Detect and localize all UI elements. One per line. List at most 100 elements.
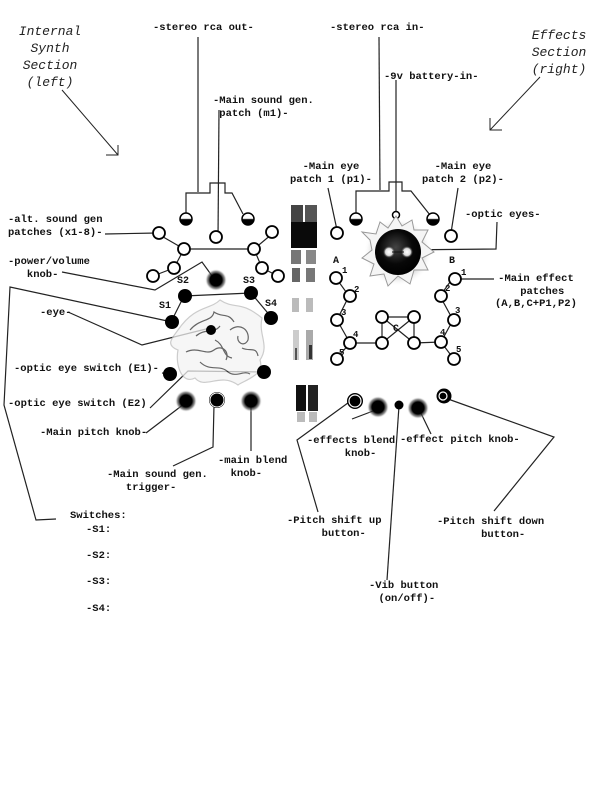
vib-button[interactable] (394, 400, 404, 410)
main-eye-patch-2-label: -Main eye patch 2 (p2)- (422, 161, 504, 186)
patch-group-a-tag: A (333, 256, 340, 267)
vib-button-label: -Vib button (on/off)- (369, 580, 439, 605)
optic-eye-left (383, 246, 395, 258)
patch-b1[interactable] (448, 272, 462, 286)
pitch-shift-up-label: -Pitch shift up button- (287, 515, 382, 540)
alt-sound-gen-patches-label: -alt. sound gen patches (x1-8)- (8, 214, 103, 239)
power-volume-knob[interactable] (205, 269, 227, 291)
main-blend-knob-label: -main blend knob- (218, 455, 288, 480)
alt-patch-x6[interactable] (247, 242, 261, 256)
patch-b2-number: 2 (445, 284, 451, 294)
main-eye-patch-1-label: -Main eye patch 1 (p1)- (290, 161, 372, 186)
alt-patch-x8[interactable] (271, 269, 285, 283)
main-sound-gen-trigger-label: -Main sound gen. trigger- (107, 469, 208, 494)
switch-s3[interactable] (244, 286, 258, 300)
alt-patch-x3[interactable] (167, 261, 181, 275)
internal-synth-section-title: Internal Synth Section (left) (18, 24, 82, 90)
left-patch-points (146, 225, 285, 283)
patch-b4[interactable] (434, 335, 448, 349)
switches-legend-s3: -S3: (86, 576, 112, 588)
main-effect-patches-label: -Main effect patches (A,B,C+P1,P2) (495, 273, 577, 310)
stereo-rca-in-jacks (349, 210, 440, 226)
patch-a3[interactable] (330, 313, 344, 327)
patch-a1-number: 1 (342, 266, 348, 276)
main-sound-gen-trigger[interactable] (209, 392, 225, 408)
center-texture-strip (291, 205, 318, 422)
switches (165, 286, 278, 329)
patch-group-c-tag: C (393, 324, 400, 335)
stereo-rca-out-jacks (179, 212, 255, 226)
switch-s4[interactable] (264, 311, 278, 325)
switch-s1-tag: S1 (159, 301, 172, 312)
switch-s4-tag: S4 (265, 299, 278, 310)
rca-in-left-jack[interactable] (349, 212, 363, 226)
switches-legend-s1: -S1: (86, 524, 112, 536)
left-section-arrow (61, 89, 119, 156)
patch-a2[interactable] (343, 289, 357, 303)
pitch-shift-up-button[interactable] (347, 393, 363, 409)
patch-b5[interactable] (447, 352, 461, 366)
patch-b1-number: 1 (461, 268, 467, 278)
right-section-arrow (489, 76, 541, 131)
pitch-shift-down-button[interactable] (436, 388, 452, 404)
optic-eye-switch-e1[interactable] (163, 367, 177, 381)
patch-b5-number: 5 (456, 345, 462, 355)
alt-patch-x4[interactable] (146, 269, 160, 283)
patch-a2-number: 2 (354, 285, 360, 295)
patch-a4-number: 4 (353, 330, 359, 340)
patch-b4-number: 4 (440, 328, 446, 338)
patch-a1[interactable] (329, 271, 343, 285)
main-eye-patch-p2[interactable] (444, 229, 458, 243)
patch-b3-number: 3 (455, 306, 461, 316)
battery-in-label: -9v battery-in- (384, 71, 479, 83)
main-sound-gen-patch-label: -Main sound gen. patch (m1)- (213, 95, 314, 120)
effect-pitch-knob-label: -effect pitch knob- (400, 434, 520, 446)
effect-pitch-knob[interactable] (407, 397, 429, 419)
main-sound-gen-patch-m1[interactable] (209, 230, 223, 244)
switch-s2-tag: S2 (177, 276, 190, 287)
main-blend-knob[interactable] (240, 390, 262, 412)
effect-patch-points (329, 271, 462, 366)
patch-b2[interactable] (434, 289, 448, 303)
switches-legend-s4: -S4: (86, 603, 112, 615)
power-volume-knob-label: -power/volume knob- (8, 256, 90, 281)
pitch-shift-down-label: -Pitch shift down button- (437, 516, 545, 541)
switch-s2[interactable] (178, 289, 192, 303)
rca-out-right-jack[interactable] (241, 212, 255, 226)
rca-in-right-jack[interactable] (426, 212, 440, 226)
eye-graphic (170, 299, 265, 386)
patch-c3[interactable] (375, 336, 389, 350)
switches-legend-s2: -S2: (86, 550, 112, 562)
patch-a4[interactable] (343, 336, 357, 350)
patch-c4[interactable] (407, 336, 421, 350)
alt-patch-x5[interactable] (265, 225, 279, 239)
optic-eye-right (401, 246, 413, 258)
patch-group-b-tag: B (449, 256, 456, 267)
switch-s1[interactable] (165, 315, 179, 329)
patch-c1[interactable] (375, 310, 389, 324)
alt-patch-x7[interactable] (255, 261, 269, 275)
alt-patch-x1[interactable] (152, 226, 166, 240)
optic-eye-switch-e2[interactable] (257, 365, 271, 379)
switches-legend-title: Switches: (70, 510, 127, 522)
eye-center (206, 325, 216, 335)
rca-out-left-jack[interactable] (179, 212, 193, 226)
patch-a5[interactable] (330, 352, 344, 366)
effects-section-title: Effects Section (right) (531, 28, 587, 77)
effects-blend-knob[interactable] (367, 396, 389, 418)
stereo-rca-out-label: -stereo rca out- (153, 22, 254, 34)
patch-a3-number: 3 (341, 308, 347, 318)
optic-eye-switch-e1-label: -optic eye switch (E1)- (14, 363, 159, 375)
patch-a5-number: 5 (339, 348, 345, 358)
main-eye-patch-p1[interactable] (330, 226, 344, 240)
eye-label: -eye- (40, 307, 72, 319)
optic-eyes (360, 215, 435, 287)
patch-c2[interactable] (407, 310, 421, 324)
alt-patch-x2[interactable] (177, 242, 191, 256)
effects-blend-knob-label: -effects blend knob- (307, 435, 396, 460)
patch-b3[interactable] (447, 313, 461, 327)
stereo-rca-in-label: -stereo rca in- (330, 22, 425, 34)
main-pitch-knob[interactable] (175, 390, 197, 412)
main-pitch-knob-label: -Main pitch knob- (40, 427, 148, 439)
